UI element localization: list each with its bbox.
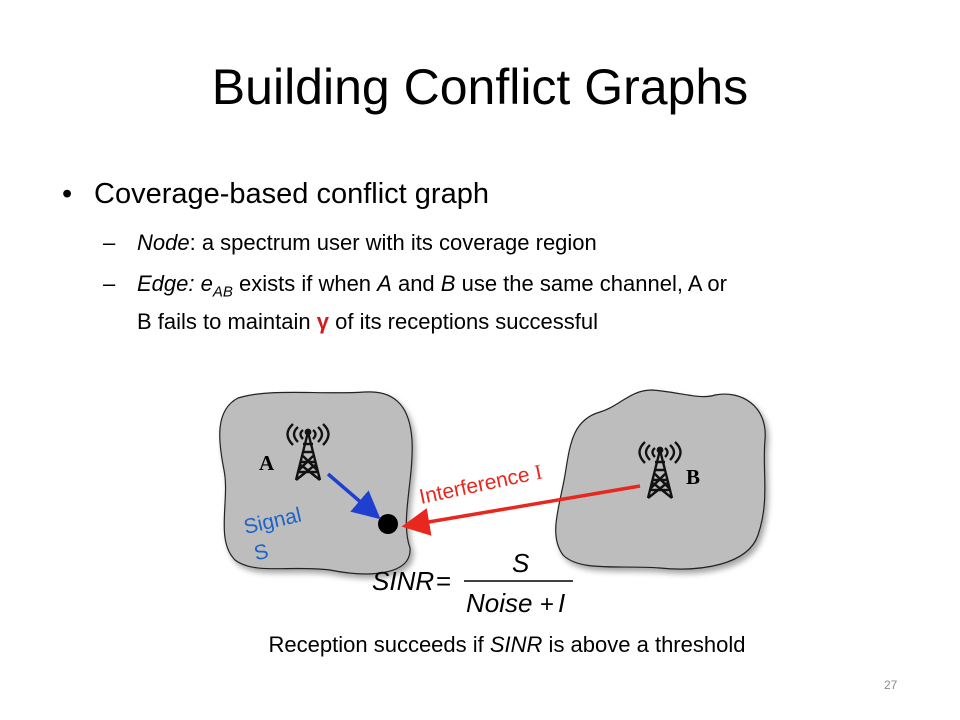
interference-text: Interference bbox=[417, 462, 537, 509]
sub-bullet-edge: –Edge: eAB exists if when A and B use th… bbox=[103, 269, 933, 337]
formula-noise: Noise bbox=[466, 588, 532, 618]
formula-equals: = bbox=[436, 566, 451, 596]
slide-title: Building Conflict Graphs bbox=[211, 59, 749, 115]
sub-bullet-node: –Node: a spectrum user with its coverage… bbox=[103, 228, 933, 258]
bullet-dot: • bbox=[62, 178, 73, 210]
edge-mid1: exists if when bbox=[232, 271, 378, 296]
formula-i: I bbox=[558, 588, 565, 618]
page-number: 27 bbox=[884, 678, 898, 692]
antenna-tower-icon-b bbox=[638, 441, 682, 499]
edge-line2-end: of its receptions successful bbox=[329, 309, 599, 335]
signal-symbol: S bbox=[252, 540, 271, 566]
caption-term: SINR bbox=[489, 632, 543, 657]
sinr-formula: SINR = S Noise + I bbox=[372, 548, 573, 618]
edge-line2: B fails to maintain γ of its receptions … bbox=[103, 307, 933, 337]
edge-e: e bbox=[194, 271, 213, 296]
coverage-region-a bbox=[219, 391, 413, 575]
bullet-coverage: • Coverage-based conflict graph bbox=[62, 178, 489, 211]
interference-symbol: I bbox=[532, 459, 544, 484]
bullet-text: Coverage-based conflict graph bbox=[94, 178, 489, 210]
caption-pre: Reception succeeds if bbox=[268, 632, 490, 657]
label-b: B bbox=[686, 465, 700, 489]
edge-term: Edge: bbox=[137, 271, 195, 296]
node-def: : a spectrum user with its coverage regi… bbox=[189, 230, 597, 255]
dash: – bbox=[103, 271, 116, 296]
edge-line1-end: use the same channel, A or bbox=[455, 271, 727, 296]
caption: Reception succeeds if SINR is above a th… bbox=[0, 632, 960, 658]
antenna-tower-icon-a bbox=[286, 423, 330, 481]
formula-plus: + bbox=[540, 591, 554, 618]
signal-arrow bbox=[326, 472, 381, 520]
dash: – bbox=[103, 230, 116, 255]
receiver-dot bbox=[378, 514, 398, 534]
edge-line2-start: B fails to maintain bbox=[137, 309, 317, 335]
formula-lhs: SINR bbox=[372, 566, 434, 596]
edge-a: A bbox=[377, 271, 392, 296]
caption-post: is above a threshold bbox=[542, 632, 746, 657]
interference-arrow bbox=[401, 484, 641, 536]
interference-label: Interference I bbox=[417, 459, 544, 508]
gamma-symbol: γ bbox=[316, 309, 329, 335]
formula-numerator: S bbox=[512, 548, 530, 578]
edge-mid2: and bbox=[391, 271, 441, 296]
label-a: A bbox=[259, 451, 275, 475]
node-term: Node bbox=[137, 230, 190, 255]
edge-sub: AB bbox=[212, 283, 233, 301]
edge-b: B bbox=[440, 271, 456, 296]
